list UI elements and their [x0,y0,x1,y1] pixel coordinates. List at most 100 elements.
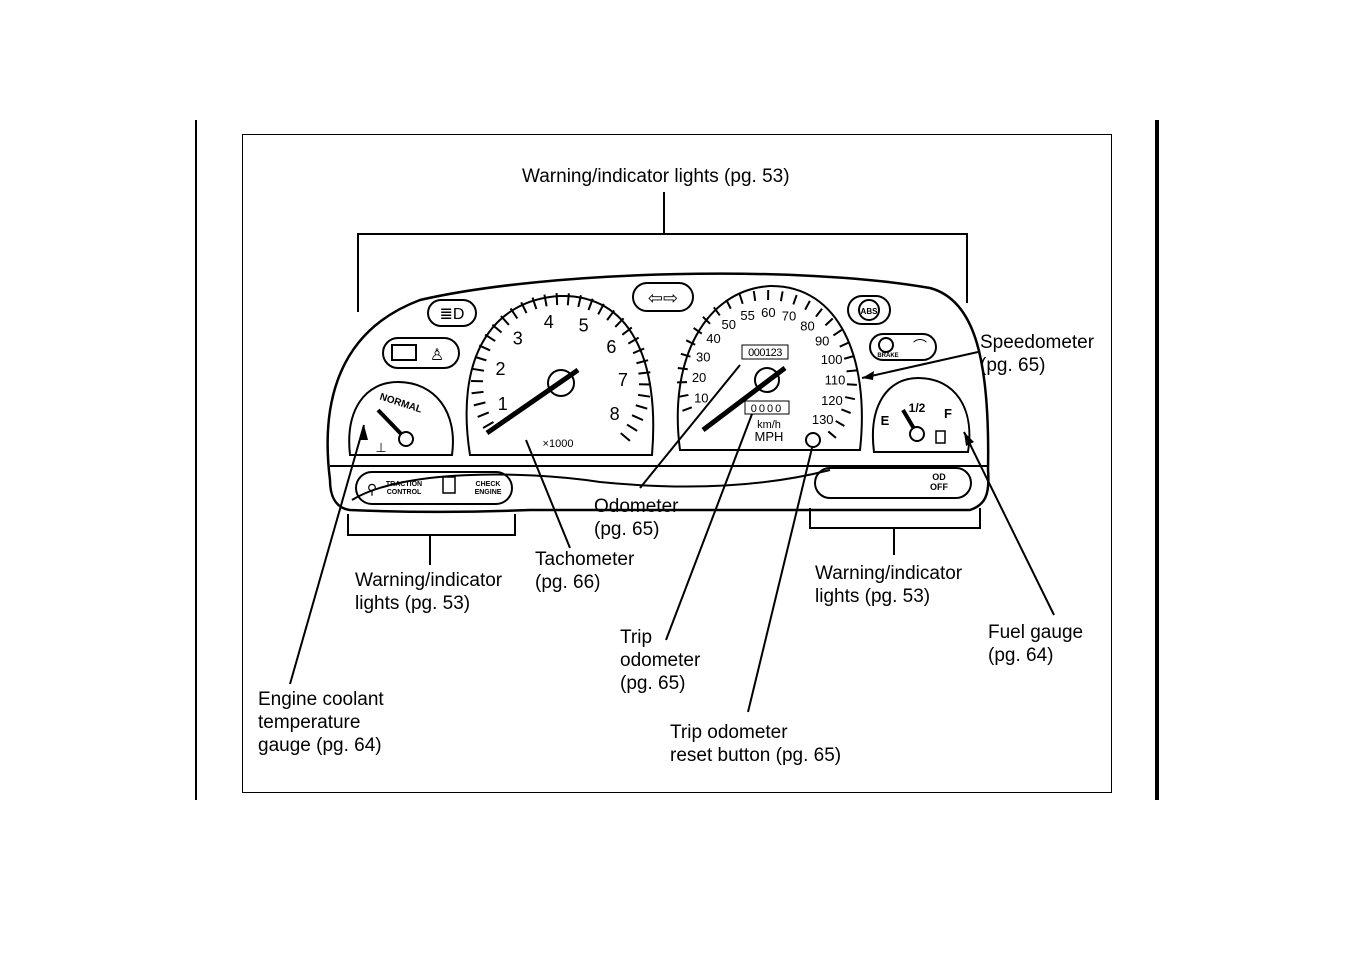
tachometer-leader [525,439,571,549]
check-engine-label-1: CHECK [476,481,501,488]
brake-label: BRAKE [877,353,898,359]
tachometer-tick [471,367,485,372]
tachometer-tick [606,309,616,321]
fuel-arrowhead [964,432,974,446]
tachometer-tick [632,347,645,355]
tachometer-number: 1 [498,394,508,414]
traction-icon: ⚲ [367,481,377,497]
speedometer-tick [702,316,711,325]
speedometer-tick [846,383,857,386]
fuel-hub [909,426,925,442]
coolant-hub [398,431,414,447]
brake-oil-indicator-box [869,333,937,361]
fuel-half-label: 1/2 [909,401,926,415]
tachometer-tick [477,411,490,418]
tachometer-tick [491,324,503,334]
tachometer-tick [531,297,538,310]
speedometer-tick [738,293,744,305]
odometer-leader [639,364,741,489]
tachometer-tick [614,317,625,328]
tachometer-tick [577,295,582,308]
turn-signal-indicator-box [632,282,694,312]
battery-seatbelt-indicator-box [382,337,460,369]
tachometer-tick [478,344,491,352]
tachometer-needle [485,367,580,436]
speedometer-tick [678,393,689,398]
speedometer-number: 50 [722,317,736,332]
odometer-window [741,344,789,360]
speedometer-arrowhead [862,371,874,380]
trip-odometer-leader [665,413,753,641]
fuel-gauge-bezel [871,376,971,453]
tachometer-bezel [465,294,655,456]
speedometer-tick [779,291,784,302]
fuel-leader [963,431,1055,616]
cluster-outline [326,272,990,514]
speedometer-number: 30 [696,349,710,364]
headlight-icon: ≣D [440,306,465,323]
speedometer-tick [815,308,823,318]
speedometer-number: 80 [800,318,814,333]
tachometer-number: 4 [544,312,554,332]
tachometer-tick [520,301,528,314]
speedometer-leader [861,351,979,379]
speedometer-tick [680,352,691,358]
figure-frame [242,134,1112,793]
label-tachometer: Tachometer(pg. 66) [535,549,635,593]
top-bracket [357,192,968,312]
fuel-gauge: E 1/2 F [881,401,952,444]
coolant-arrowhead [359,425,368,440]
speedometer-tick [846,369,857,373]
speedometer-number: 90 [815,333,829,348]
coolant-gauge: NORMAL ⊥ [375,392,423,455]
tachometer-tick [474,355,487,362]
abs-indicator-box [847,295,891,325]
speedometer-tick [693,327,703,335]
lower-left-indicator-panel [355,471,513,505]
right-lower-bracket [809,508,981,555]
tachometer-tick [627,336,640,345]
coolant-thermometer-icon: ⊥ [375,440,386,455]
trip-odometer-digits: 0000 [751,403,783,415]
tachometer-tick [555,293,559,306]
turn-signal-icon: ⇦⇨ [648,288,678,308]
speedometer-tick [843,355,855,360]
seatbelt-icon: ♙ [430,347,444,364]
speedometer-bezel [676,284,863,451]
tachometer-tick [638,371,651,375]
battery-icon [391,344,417,361]
unit-kmh: km/h [757,419,781,431]
trip-reset-button[interactable] [805,432,821,448]
tachometer-tick [620,432,631,442]
speedometer-tick [841,408,852,414]
fuel-empty-label: E [881,413,890,428]
label-top-warning-lights: Warning/indicator lights (pg. 53) [522,166,790,187]
speedometer-tick [804,300,811,311]
indicator-icons: ≣D ♙ ⇦⇨ ABS BRAKE ⌒ ⚲ TRACTION CONTROL C… [367,288,949,497]
speedometer-tick [827,430,837,439]
trip-odometer-window [744,400,790,415]
tachometer-number: 3 [513,329,523,349]
speedometer-number: 100 [821,352,843,367]
speedometer-number: 55 [740,308,754,323]
tachometer-tick [637,393,651,398]
headlight-indicator-box [427,299,477,327]
tachometer-tick [626,423,638,432]
left-margin-rule [195,120,197,800]
tachometer-tick [636,359,649,365]
speedometer-tick [835,420,845,427]
cluster-lower-panel-curve [351,469,831,501]
tachometer-number: 2 [496,359,506,379]
tachometer-tick [471,390,484,395]
left-lower-bracket [347,514,516,565]
brake-icon [878,337,894,353]
speedometer-needle [701,366,787,432]
speedometer-number: 130 [812,412,834,427]
trip-reset-leader [747,447,813,713]
